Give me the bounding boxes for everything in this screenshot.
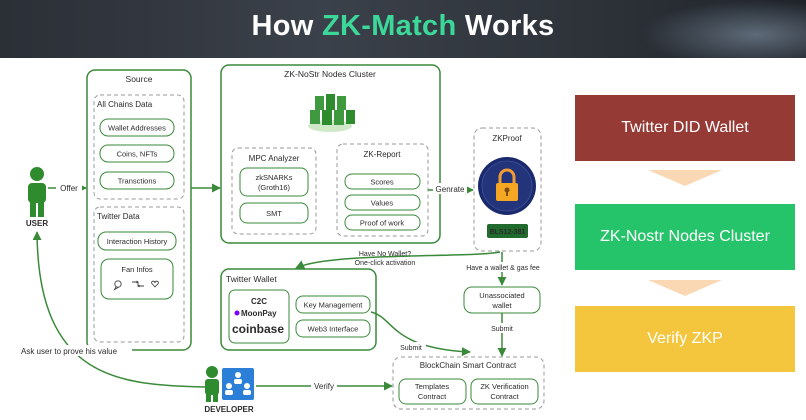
coins-nfts-label: Coins, NFTs [117, 150, 158, 159]
submit-left-label: Submit [400, 345, 422, 352]
comment-icon [113, 280, 122, 291]
zk-verification-line2: Contract [490, 392, 519, 401]
user-icon [28, 167, 46, 217]
key-management-box [295, 295, 371, 314]
wallet-addresses-label: Wallet Addresses [108, 124, 166, 133]
interaction-history-label: Interaction History [107, 237, 168, 246]
smt-box [239, 202, 309, 224]
mpc-analyzer-title: MPC Analyzer [249, 154, 300, 163]
templates-line1: Templates [415, 382, 449, 391]
developer-label: DEVELOPER [204, 405, 254, 414]
generate-label: Genrate [436, 185, 465, 194]
unassociated-line1: Unassociated [479, 291, 524, 300]
submit-right-label-bg [486, 323, 518, 333]
header-shade [640, 0, 806, 58]
smart-contract-title: BlockChain Smart Contract [420, 361, 517, 370]
values-box [344, 194, 421, 211]
web3-interface-label: Web3 Interface [308, 325, 359, 334]
transactions-box [99, 171, 175, 190]
offer-label: Offer [60, 184, 78, 193]
submit-arrow-left [370, 311, 471, 357]
wallet-addresses-box [99, 118, 175, 137]
zk-verification-line1: ZK Verification [480, 382, 528, 391]
page-title: How ZK-Match Works [0, 10, 806, 43]
values-label: Values [371, 199, 394, 208]
coinbase-label: coinbase [232, 322, 284, 336]
groth16-label: (Groth16) [258, 183, 291, 192]
interaction-history-box [97, 231, 177, 251]
cluster-title: ZK-NoStr Nodes Cluster [284, 69, 376, 79]
c2c-label: C2C [251, 297, 267, 306]
coins-nfts-box [99, 144, 175, 163]
fan-infos-box [100, 258, 174, 300]
header-banner: How ZK-Match Works [0, 0, 806, 58]
flow-chevron-2 [648, 280, 722, 296]
smt-label: SMT [266, 209, 282, 218]
payment-providers-box [228, 289, 290, 344]
zkproof-title: ZKProof [492, 134, 522, 143]
flow-diagram: USER Offer Source All Chains Data Wallet… [20, 64, 545, 414]
verify-label: Verify [314, 382, 334, 391]
mpc-analyzer-box [231, 147, 317, 235]
zk-verification-box [470, 378, 539, 405]
templates-contract-box [398, 378, 467, 405]
user-label: USER [26, 219, 48, 228]
source-box [86, 69, 192, 351]
scores-label: Scores [370, 178, 394, 187]
all-chains-title: All Chains Data [97, 100, 153, 109]
verify-zkp-step: Verify ZKP [575, 306, 795, 372]
title-accent: ZK-Match [322, 10, 457, 42]
verify-label-bg [311, 380, 337, 391]
ask-user-label: Ask user to prove his value [21, 347, 118, 356]
zksnarks-label: zkSNARKs [255, 173, 292, 182]
templates-line2: Contract [418, 392, 447, 401]
twitter-wallet-box [220, 268, 377, 351]
like-icon [151, 280, 159, 288]
generate-label-bg [433, 183, 467, 194]
have-wallet-label-bg [464, 262, 542, 272]
web3-interface-box [295, 319, 371, 338]
cluster-box [220, 64, 441, 244]
proof-of-work-label: Proof of work [360, 219, 404, 228]
twitter-did-wallet-step: Twitter DID Wallet [575, 95, 795, 161]
zk-report-title: ZK-Report [364, 150, 402, 159]
twitter-data-box [93, 206, 185, 343]
all-chains-box [93, 94, 185, 200]
no-wallet-line1: Have No Wallet? [359, 251, 411, 258]
bls-badge-label: BLS12-381 [490, 229, 526, 236]
title-prefix: How [251, 10, 322, 42]
submit-right-label: Submit [491, 326, 513, 333]
twitter-data-title: Twitter Data [97, 212, 140, 221]
developer-icon [205, 366, 219, 402]
twitter-wallet-title: Twitter Wallet [226, 274, 277, 284]
offer-label-bg [56, 182, 82, 193]
fan-infos-label: Fan Infos [121, 265, 153, 274]
no-wallet-arrow [295, 251, 501, 269]
no-wallet-line2: One-click activation [355, 260, 416, 267]
bls-badge [487, 224, 528, 238]
zk-nostr-cluster-step: ZK-Nostr Nodes Cluster [575, 204, 795, 270]
cluster-nodes-icon [308, 94, 355, 132]
unassociated-line2: wallet [491, 301, 512, 310]
transactions-label: Transctions [118, 177, 157, 186]
ask-user-arrow [32, 231, 206, 388]
submit-left-label-bg [396, 342, 426, 352]
source-title: Source [126, 74, 153, 84]
zksnarks-box [239, 167, 309, 197]
moonpay-label: MoonPay [241, 309, 277, 318]
encrypted-lock-icon [478, 157, 536, 215]
team-icon [222, 368, 254, 400]
have-wallet-label: Have a wallet & gas fee [466, 265, 540, 272]
ask-user-label-bg [20, 345, 132, 356]
retweet-icon [132, 280, 144, 288]
scores-box [344, 173, 421, 190]
proof-of-work-box [344, 214, 421, 231]
moonpay-icon [234, 310, 240, 316]
key-management-label: Key Management [304, 301, 364, 310]
flow-chevron-1 [648, 170, 722, 186]
title-suffix: Works [456, 10, 555, 42]
